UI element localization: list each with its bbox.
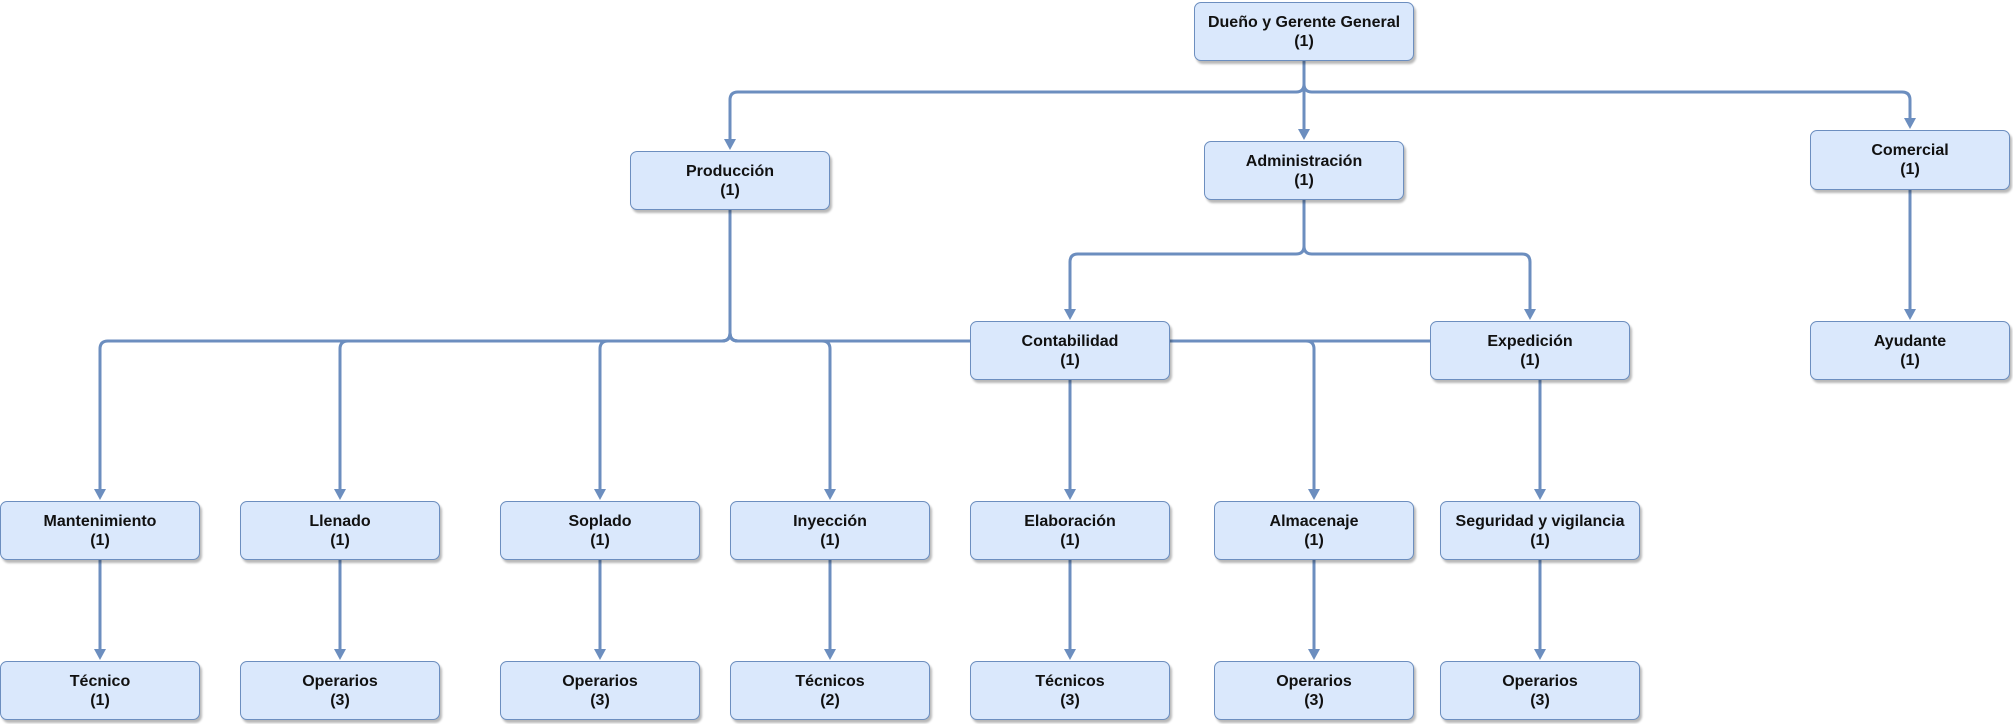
node-label: Almacenaje xyxy=(1269,512,1359,530)
node-almacenaje: Almacenaje (1) xyxy=(1214,501,1414,560)
node-inyeccion: Inyección (1) xyxy=(730,501,930,560)
node-label: Técnico xyxy=(69,672,131,690)
arrowhead-seguridad_operarios xyxy=(1534,649,1546,660)
node-label: Soplado xyxy=(568,512,632,530)
node-label: Operarios xyxy=(302,672,378,690)
node-dueno-y-gerente-general: Dueño y Gerente General (1) xyxy=(1194,2,1414,61)
node-inyeccion-tecnicos: Técnicos (2) xyxy=(730,661,930,720)
arrowhead-expedicion xyxy=(1524,309,1536,320)
node-label: Llenado xyxy=(309,512,371,530)
node-label: Contabilidad xyxy=(1021,332,1119,350)
node-count: (1) xyxy=(90,691,110,709)
arrowhead-almacenaje xyxy=(1308,489,1320,500)
node-label: Técnicos xyxy=(795,672,865,690)
node-count: (1) xyxy=(1294,171,1314,189)
node-soplado-operarios: Operarios (3) xyxy=(500,661,700,720)
node-count: (1) xyxy=(590,531,610,549)
node-comercial: Comercial (1) xyxy=(1810,130,2010,190)
connector-produccion-to-soplado xyxy=(598,210,732,490)
node-count: (1) xyxy=(1530,531,1550,549)
node-llenado-operarios: Operarios (3) xyxy=(240,661,440,720)
node-label: Comercial xyxy=(1871,142,1949,159)
arrowhead-mantenimiento xyxy=(94,489,106,500)
node-mantenimiento-tecnico: Técnico (1) xyxy=(0,661,200,720)
node-almacenaje-operarios: Operarios (3) xyxy=(1214,661,1414,720)
connector-produccion-to-llenado xyxy=(338,210,732,490)
node-elaboracion-tecnicos: Técnicos (3) xyxy=(970,661,1170,720)
node-count: (1) xyxy=(1900,161,1920,178)
node-count: (3) xyxy=(1060,691,1080,709)
node-count: (1) xyxy=(1520,351,1540,369)
node-label: Operarios xyxy=(1276,672,1352,690)
node-label: Dueño y Gerente General xyxy=(1207,13,1401,31)
node-administracion: Administración (1) xyxy=(1204,141,1404,200)
node-count: (1) xyxy=(1060,351,1080,369)
connector-administracion-to-expedicion xyxy=(1302,200,1532,310)
node-count: (3) xyxy=(1304,691,1324,709)
node-seguridad-operarios: Operarios (3) xyxy=(1440,661,1640,720)
arrowhead-mantenimiento_tecnico xyxy=(94,649,106,660)
node-label: Operarios xyxy=(562,672,638,690)
node-label: Elaboración xyxy=(1024,512,1116,530)
node-label: Seguridad y vigilancia xyxy=(1455,512,1625,530)
node-label: Operarios xyxy=(1502,672,1578,690)
connector-produccion-to-inyeccion xyxy=(728,210,832,490)
node-seguridad-y-vigilancia: Seguridad y vigilancia (1) xyxy=(1440,501,1640,560)
arrowhead-llenado xyxy=(334,489,346,500)
node-count: (1) xyxy=(330,531,350,549)
node-label: Ayudante xyxy=(1873,332,1947,350)
node-count: (1) xyxy=(90,531,110,549)
arrowhead-soplado xyxy=(594,489,606,500)
arrowhead-almacenaje_operarios xyxy=(1308,649,1320,660)
arrowhead-contabilidad xyxy=(1064,309,1076,320)
node-count: (1) xyxy=(1304,531,1324,549)
node-label: Administración xyxy=(1245,152,1363,170)
arrowhead-elaboracion xyxy=(1064,489,1076,500)
node-count: (1) xyxy=(1900,351,1920,369)
node-contabilidad: Contabilidad (1) xyxy=(970,321,1170,380)
node-mantenimiento: Mantenimiento (1) xyxy=(0,501,200,560)
connector-owner-to-comercial xyxy=(1302,61,1912,119)
node-llenado: Llenado (1) xyxy=(240,501,440,560)
node-count: (1) xyxy=(820,531,840,549)
node-label: Técnicos xyxy=(1035,672,1105,690)
arrowhead-administracion xyxy=(1298,129,1310,140)
connector-owner-to-produccion xyxy=(728,61,1306,140)
node-count: (3) xyxy=(590,691,610,709)
node-ayudante: Ayudante (1) xyxy=(1810,321,2010,380)
node-count: (3) xyxy=(330,691,350,709)
arrowhead-produccion xyxy=(724,139,736,150)
arrowhead-inyeccion xyxy=(824,489,836,500)
node-expedicion: Expedición (1) xyxy=(1430,321,1630,380)
arrowhead-ayudante xyxy=(1904,309,1916,320)
node-label: Expedición xyxy=(1487,332,1573,350)
arrowhead-soplado_operarios xyxy=(594,649,606,660)
connector-administracion-to-contabilidad xyxy=(1068,200,1306,310)
arrowhead-llenado_operarios xyxy=(334,649,346,660)
node-count: (2) xyxy=(820,691,840,709)
node-elaboracion: Elaboración (1) xyxy=(970,501,1170,560)
node-label: Inyección xyxy=(793,512,867,530)
arrowhead-comercial xyxy=(1904,118,1916,129)
arrowhead-seguridad xyxy=(1534,489,1546,500)
node-count: (3) xyxy=(1530,691,1550,709)
connector-produccion-to-mantenimiento xyxy=(98,210,732,490)
node-count: (1) xyxy=(1294,32,1314,50)
node-count: (1) xyxy=(720,181,740,199)
node-produccion: Producción (1) xyxy=(630,151,830,210)
node-soplado: Soplado (1) xyxy=(500,501,700,560)
node-label: Mantenimiento xyxy=(43,512,157,530)
arrowhead-inyeccion_tecnicos xyxy=(824,649,836,660)
node-label: Producción xyxy=(685,162,774,180)
node-count: (1) xyxy=(1060,531,1080,549)
arrowhead-elaboracion_tecnicos xyxy=(1064,649,1076,660)
